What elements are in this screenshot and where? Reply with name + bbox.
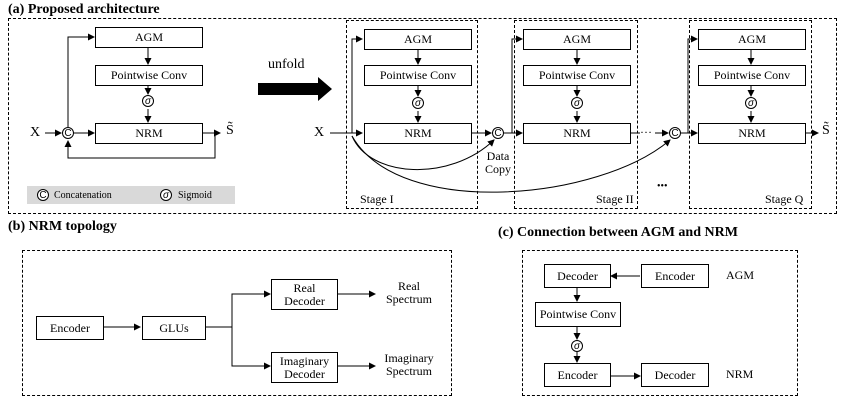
legend-concatenation-label: Concatenation bbox=[54, 190, 112, 201]
stage-1-frame bbox=[346, 20, 478, 209]
nrm-c-decoder-block: Decoder bbox=[641, 363, 709, 387]
real-decoder-block: Real Decoder bbox=[271, 279, 338, 310]
ellipsis-horizontal: … bbox=[640, 122, 652, 136]
section-c-title: (c) Connection between AGM and NRM bbox=[498, 225, 738, 240]
pointwise-conv-block: Pointwise Conv bbox=[95, 65, 203, 86]
data-copy-label: Data Copy bbox=[484, 149, 511, 176]
stage-2-agm-block: AGM bbox=[523, 29, 631, 50]
section-a-title: (a) Proposed architecture bbox=[8, 2, 160, 17]
legend-sigmoid-label: Sigmoid bbox=[178, 190, 212, 201]
nrm-side-label: NRM bbox=[726, 367, 754, 381]
stage-2-sigmoid-icon: σ bbox=[571, 97, 583, 109]
section-b-frame bbox=[22, 250, 452, 396]
agm-side-label: AGM bbox=[726, 268, 755, 282]
stage-q-agm-block: AGM bbox=[698, 29, 806, 50]
legend-box bbox=[27, 186, 235, 204]
stage-1-nrm-block: NRM bbox=[364, 123, 472, 144]
stage-q-nrm-block: NRM bbox=[698, 123, 806, 144]
legend-sigmoid-icon: σ bbox=[160, 189, 172, 201]
ellipsis-dots: ••• bbox=[657, 181, 668, 192]
glus-block: GLUs bbox=[142, 316, 206, 340]
stage-q-label: Stage Q bbox=[765, 192, 804, 206]
stage-q-pointwise-conv-block: Pointwise Conv bbox=[698, 65, 806, 86]
agm-encoder-block: Encoder bbox=[641, 264, 709, 288]
stage-q-concat-icon: C bbox=[669, 127, 681, 139]
stage-q-frame bbox=[689, 20, 812, 209]
stage-1-agm-block: AGM bbox=[364, 29, 472, 50]
stage-1-label: Stage I bbox=[360, 192, 394, 206]
imaginary-spectrum-label: Imaginary Spectrum bbox=[384, 351, 434, 378]
stage-2-concat-icon: C bbox=[492, 127, 504, 139]
stage-2-nrm-block: NRM bbox=[523, 123, 631, 144]
sigmoid-icon: σ bbox=[142, 95, 154, 107]
stage-1-pointwise-conv-block: Pointwise Conv bbox=[364, 65, 472, 86]
real-spectrum-label: Real Spectrum bbox=[386, 279, 432, 306]
imaginary-decoder-block: Imaginary Decoder bbox=[271, 352, 338, 383]
stage-2-pointwise-conv-block: Pointwise Conv bbox=[523, 65, 631, 86]
stage-1-sigmoid-icon: σ bbox=[412, 97, 424, 109]
section-a-frame bbox=[8, 18, 837, 214]
agm-block: AGM bbox=[95, 27, 203, 48]
input-x: X bbox=[30, 125, 41, 140]
unrolled-input-x: X bbox=[314, 125, 325, 140]
section-c-frame bbox=[522, 250, 798, 396]
stage-2-label: Stage II bbox=[596, 192, 634, 206]
nrm-encoder-block: Encoder bbox=[36, 316, 104, 340]
c-sigmoid-icon: σ bbox=[571, 340, 583, 352]
nrm-block: NRM bbox=[95, 123, 203, 144]
legend-concat-icon: C bbox=[37, 189, 49, 201]
stage-q-sigmoid-icon: σ bbox=[745, 97, 757, 109]
unfold-label: unfold bbox=[268, 57, 305, 72]
unrolled-output-s-hat: S̃ bbox=[822, 123, 830, 138]
agm-decoder-block: Decoder bbox=[544, 264, 611, 288]
concat-icon: C bbox=[62, 127, 74, 139]
c-pointwise-conv-block: Pointwise Conv bbox=[535, 302, 621, 327]
output-s-hat: S̃ bbox=[226, 123, 234, 138]
stage-2-frame bbox=[514, 20, 638, 209]
section-b-title: (b) NRM topology bbox=[8, 219, 117, 234]
nrm-c-encoder-block: Encoder bbox=[544, 363, 611, 387]
